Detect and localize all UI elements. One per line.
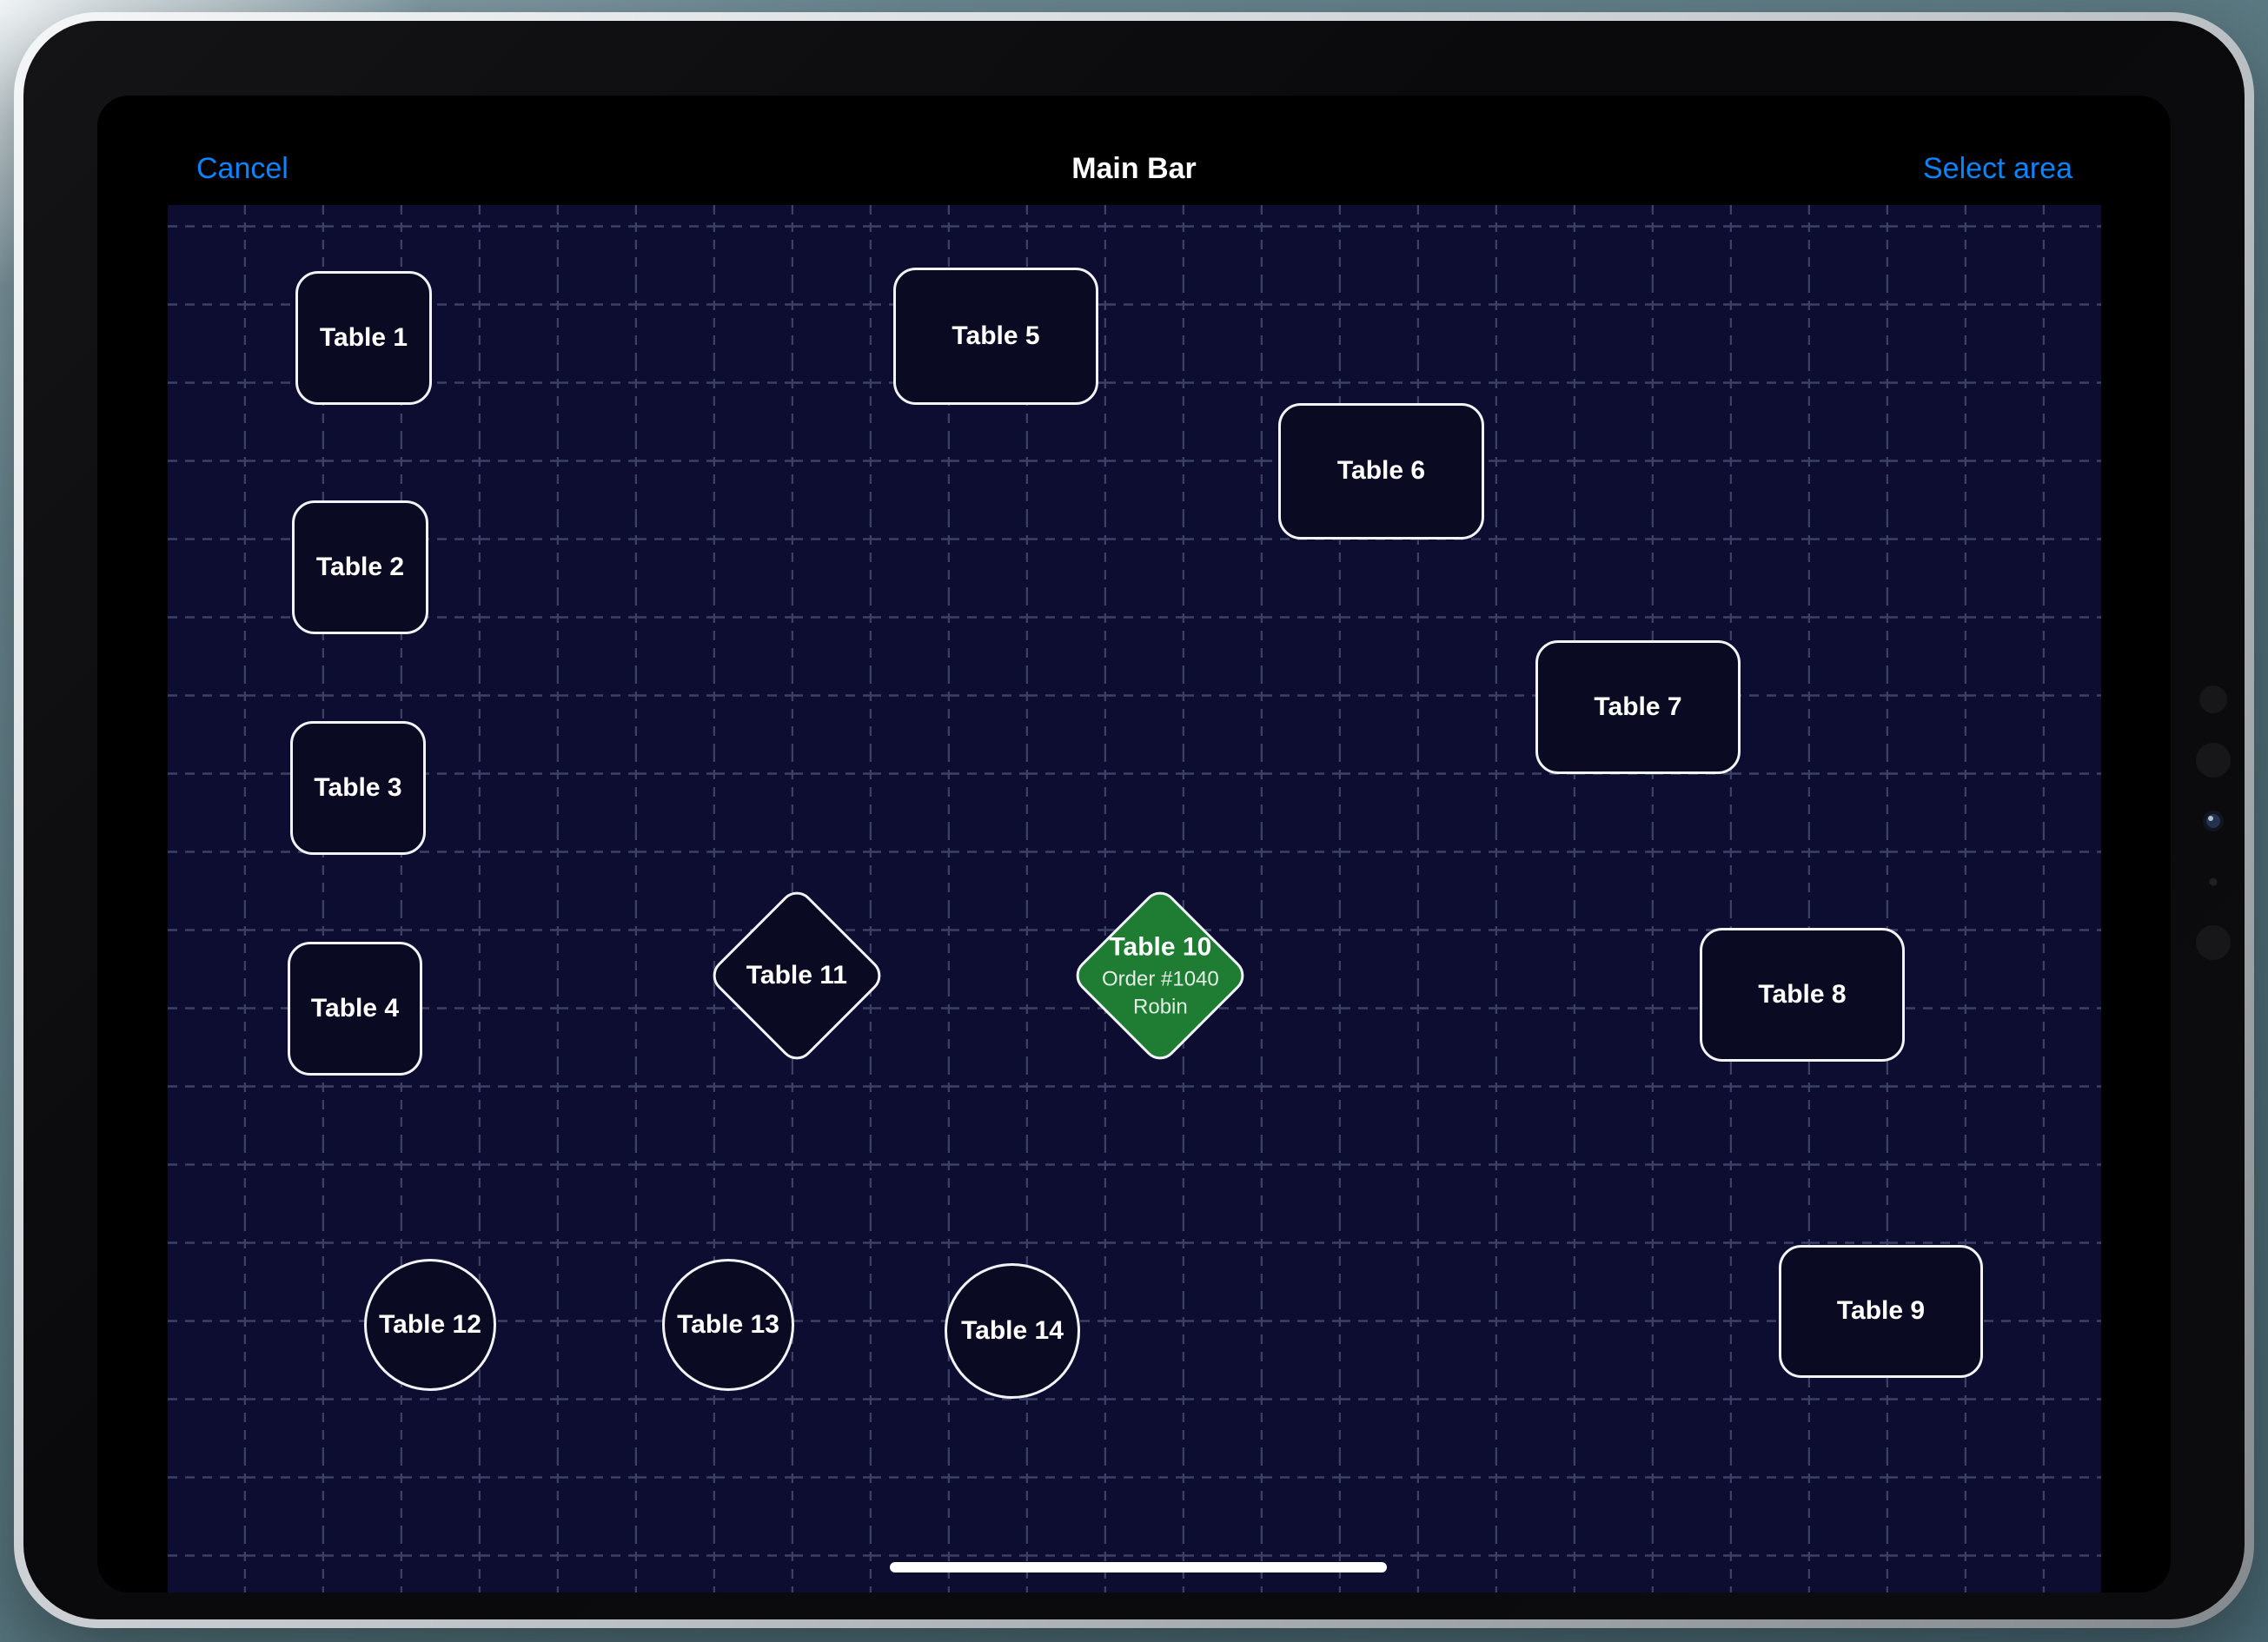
table-label: Table 2 — [315, 552, 405, 581]
table-table-14[interactable]: Table 14 — [945, 1263, 1080, 1399]
table-label: Table 1 — [319, 322, 408, 352]
ipad-side-camera-icon — [2196, 685, 2231, 960]
table-label: Table 7 — [1594, 692, 1682, 721]
page-title: Main Bar — [1071, 152, 1197, 185]
floor-plan: Table 1 Table 2 Table 3 Table 4 Table 5 Table… — [168, 205, 2101, 1592]
table-table-7[interactable]: Table 7 — [1535, 640, 1741, 774]
table-label: Table 11 — [746, 960, 848, 990]
table-table-12[interactable]: Table 12 — [364, 1259, 496, 1391]
table-table-8[interactable]: Table 8 — [1700, 928, 1905, 1062]
table-label: Table 8 — [1758, 979, 1847, 1009]
table-label: Table 13 — [677, 1309, 779, 1339]
table-table-6[interactable]: Table 6 — [1278, 403, 1484, 540]
cancel-button[interactable]: Cancel — [196, 152, 288, 185]
table-table-9[interactable]: Table 9 — [1779, 1245, 1983, 1378]
select-area-button[interactable]: Select area — [1923, 152, 2072, 185]
table-table-1[interactable]: Table 1 — [295, 271, 432, 405]
table-label: Table 4 — [310, 993, 400, 1023]
server-name: Robin — [1132, 995, 1188, 1019]
navigation-bar: Cancel Main Bar Select area — [97, 96, 2171, 205]
table-label: Table 10 — [1109, 932, 1211, 962]
table-table-3[interactable]: Table 3 — [290, 721, 426, 855]
table-table-4[interactable]: Table 4 — [288, 942, 422, 1076]
table-label: Table 5 — [952, 321, 1040, 350]
table-label: Table 3 — [314, 772, 402, 802]
table-label: Table 6 — [1336, 456, 1426, 486]
table-table-2[interactable]: Table 2 — [292, 500, 428, 634]
table-table-5[interactable]: Table 5 — [893, 268, 1098, 405]
table-label: Table 9 — [1836, 1296, 1926, 1326]
home-indicator[interactable] — [890, 1562, 1387, 1572]
table-table-13[interactable]: Table 13 — [662, 1259, 794, 1391]
order-number: Order #1040 — [1101, 966, 1219, 990]
table-label: Table 14 — [961, 1315, 1064, 1345]
table-label: Table 12 — [379, 1309, 481, 1339]
